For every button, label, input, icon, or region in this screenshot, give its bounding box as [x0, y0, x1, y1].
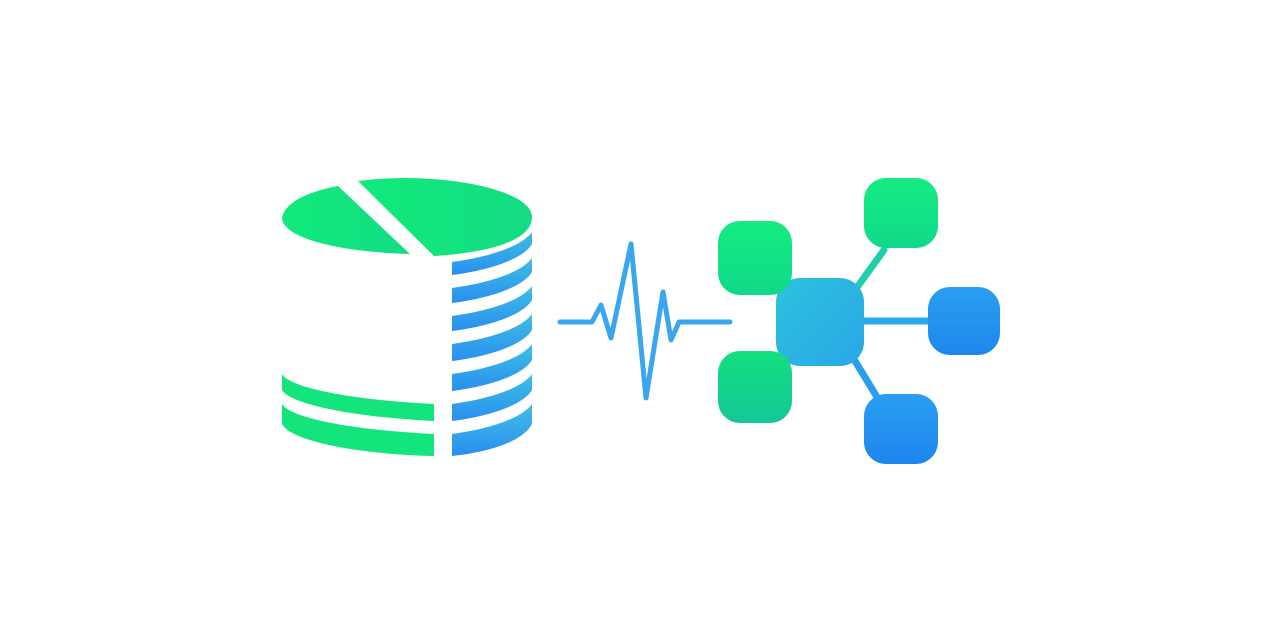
network-node-bottom-left: [718, 351, 792, 423]
network-nodes-icon: [718, 178, 1000, 464]
database-top-left-slice: [282, 186, 410, 254]
network-hub-node: [776, 278, 864, 366]
network-node-top-right: [864, 178, 938, 248]
pulse-wave-line: [557, 241, 733, 401]
database-right-bands: [452, 232, 532, 456]
database-top-right-slice: [358, 178, 532, 256]
network-node-top-left: [718, 221, 792, 295]
pulse-wave-icon: [557, 241, 733, 401]
database-left-bands: [282, 232, 434, 456]
network-node-right: [928, 287, 1000, 355]
database-icon: [282, 178, 532, 456]
network-node-bottom-right: [864, 394, 938, 464]
